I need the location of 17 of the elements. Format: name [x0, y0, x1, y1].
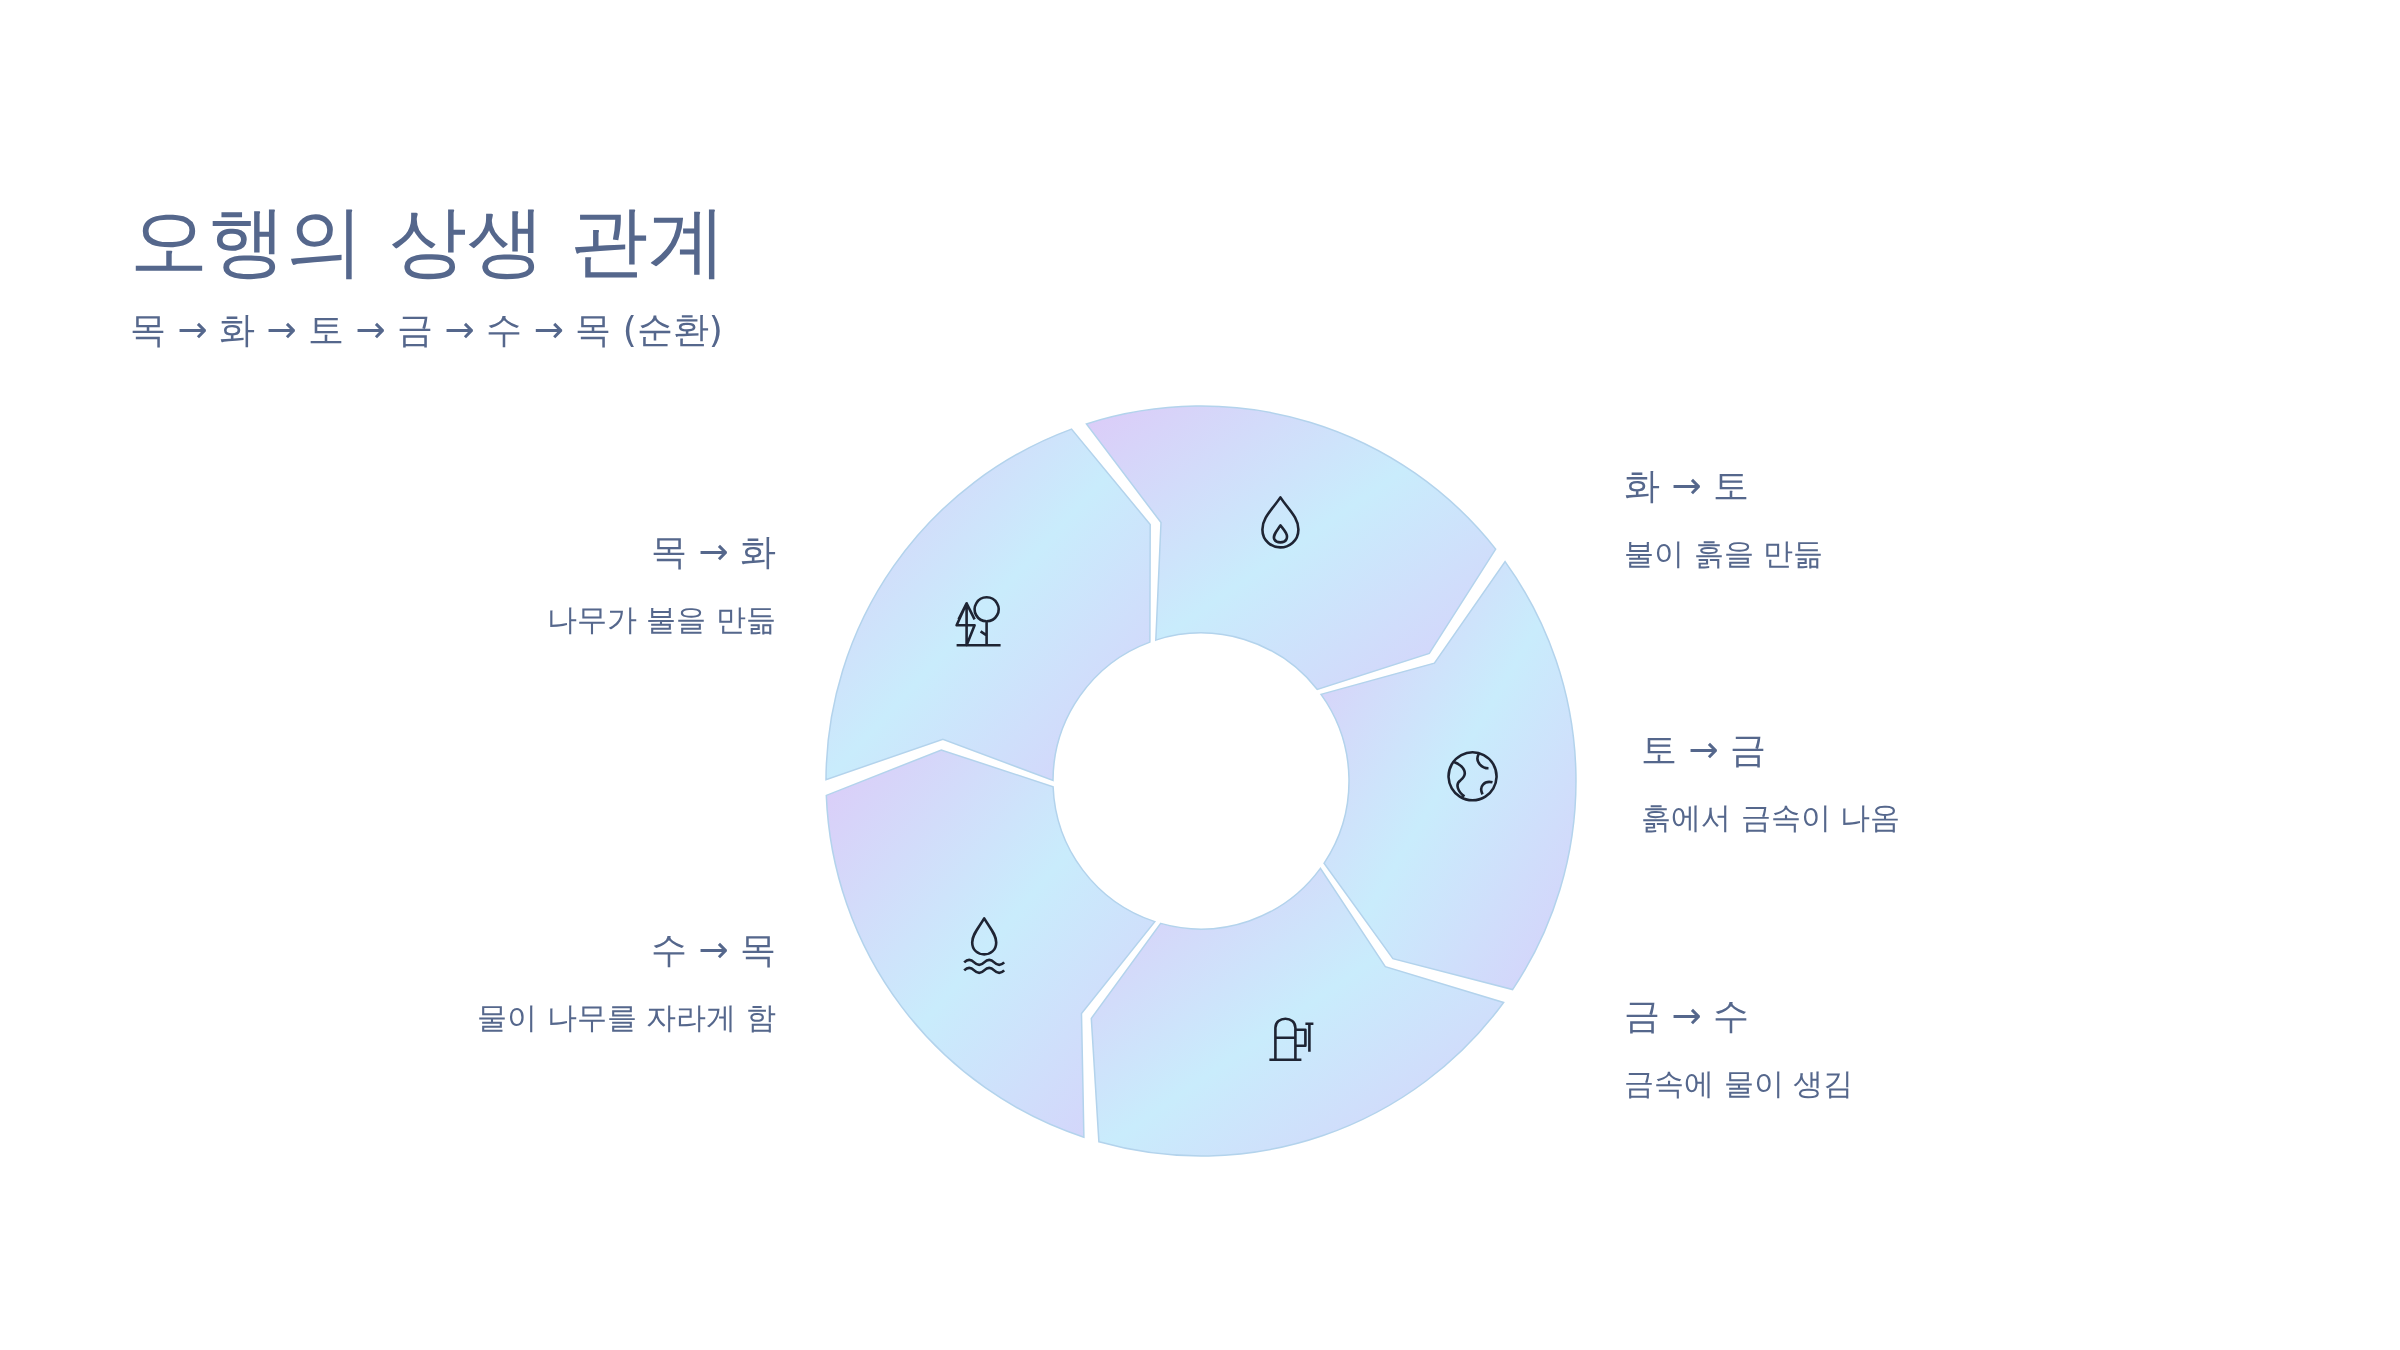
arrow-segment	[1320, 560, 1577, 991]
title: 오행의 상생 관계	[130, 195, 726, 288]
arrow-segment	[1090, 867, 1505, 1157]
arrow-segment	[825, 428, 1151, 782]
transition-heading: 수 → 목	[650, 928, 776, 972]
transition-heading: 금 → 수	[1624, 994, 1750, 1038]
transition-heading: 화 → 토	[1624, 464, 1750, 508]
transition-description: 나무가 불을 만듦	[546, 601, 776, 639]
transition-description: 불이 흙을 만듦	[1624, 535, 1824, 573]
arrow-segment	[1085, 405, 1497, 691]
transition-description: 흙에서 금속이 나옴	[1641, 799, 1901, 837]
arrow-segment	[825, 749, 1156, 1138]
transition-heading: 목 → 화	[650, 530, 776, 574]
subtitle: 목 → 화 → 토 → 금 → 수 → 목 (순환)	[130, 308, 723, 352]
transition-description: 물이 나무를 자라게 함	[477, 999, 776, 1037]
transition-description: 금속에 물이 생김	[1624, 1065, 1854, 1103]
transition-heading: 토 → 금	[1641, 728, 1767, 772]
